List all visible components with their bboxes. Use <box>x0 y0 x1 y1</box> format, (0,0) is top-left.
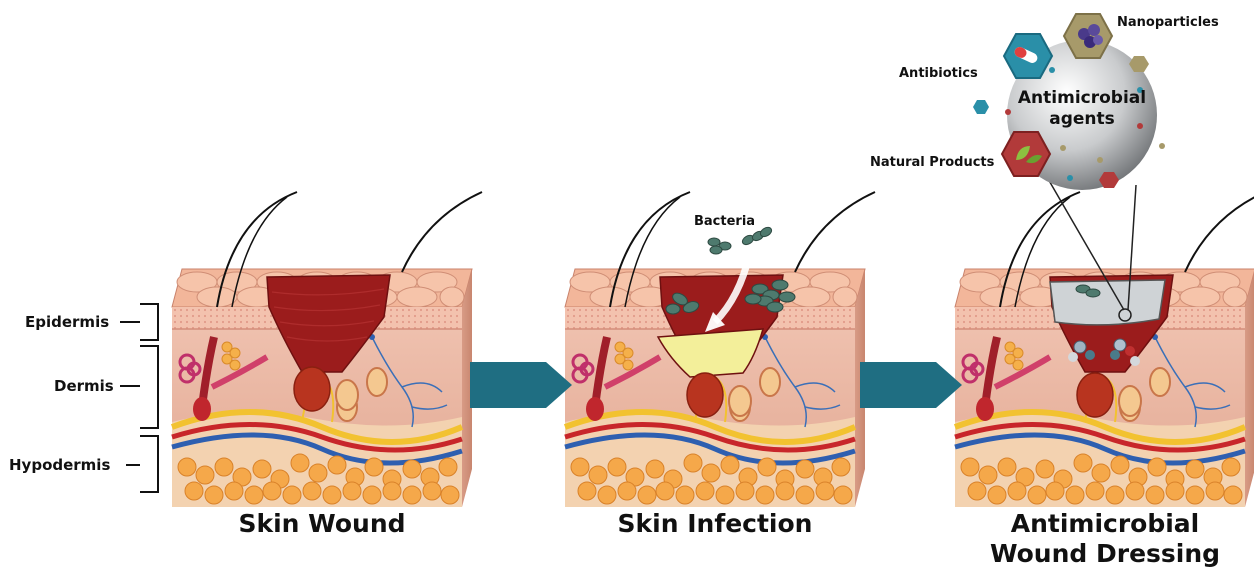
panel-skin-infection <box>565 192 875 507</box>
sphere-label-line1: Antimicrobial <box>1012 88 1152 108</box>
nanoparticles-label: Nanoparticles <box>1117 15 1219 30</box>
sphere-label-line2: agents <box>1012 109 1152 129</box>
dressing-title-line2: Wound Dressing <box>955 539 1254 569</box>
epidermis-label: Epidermis <box>25 313 109 331</box>
arrow-2-icon <box>860 362 962 408</box>
arrow-1-icon <box>470 362 572 408</box>
skin-wound-title: Skin Wound <box>172 509 472 539</box>
bacteria-icon <box>708 226 773 254</box>
layer-brackets <box>120 304 158 492</box>
panel-skin-wound <box>172 192 482 507</box>
dressing-layer <box>1050 280 1165 325</box>
dermis-label: Dermis <box>54 377 114 395</box>
dressing-title-line1: Antimicrobial <box>955 509 1254 539</box>
panel-wound-dressing <box>955 192 1254 507</box>
skin-infection-title: Skin Infection <box>560 509 870 539</box>
natural-products-label: Natural Products <box>870 155 994 170</box>
antibiotics-label: Antibiotics <box>899 66 978 81</box>
bacteria-label: Bacteria <box>694 214 755 229</box>
hypodermis-label: Hypodermis <box>9 456 110 474</box>
